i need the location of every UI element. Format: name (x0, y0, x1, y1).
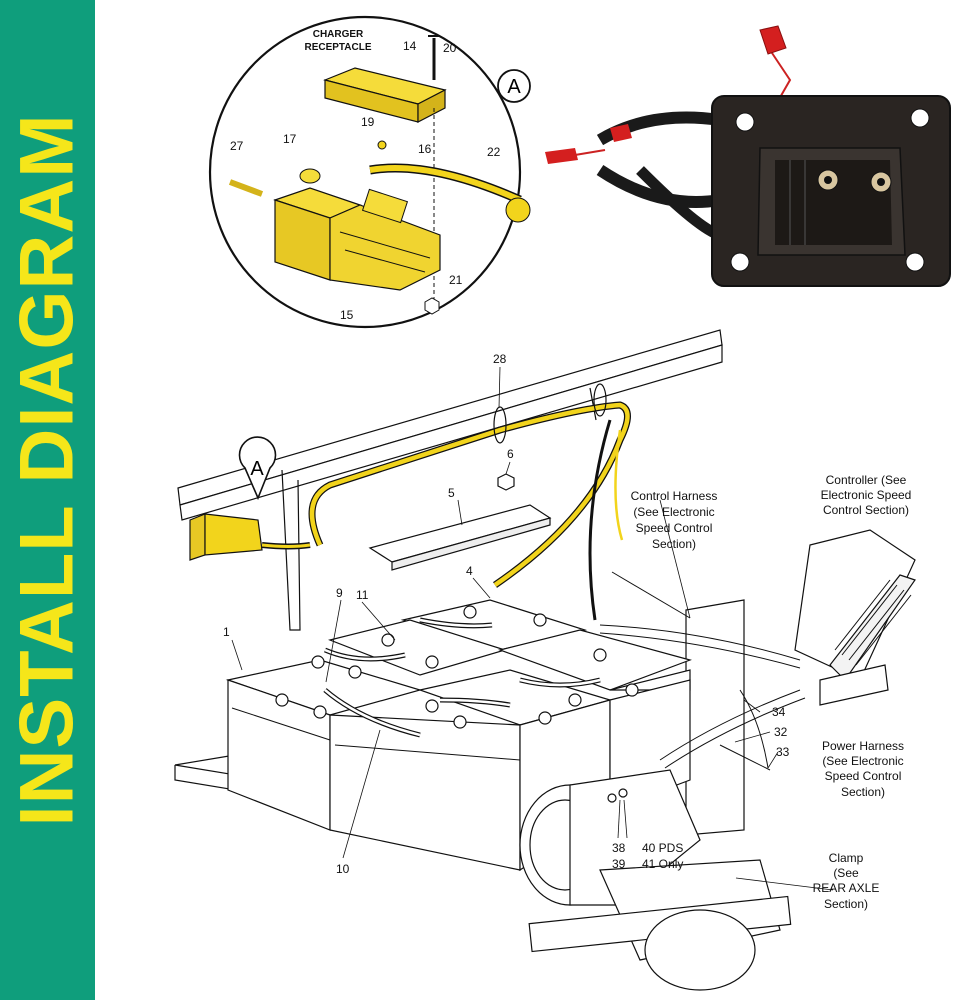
part-number-27: 27 (230, 139, 244, 153)
part-number-4: 4 (466, 564, 473, 578)
power-harness-label: Power Harness (See Electronic Speed Cont… (822, 739, 904, 799)
part-number-20: 20 (443, 41, 457, 55)
part-number-1: 1 (223, 625, 230, 639)
svg-text:Control Section): Control Section) (823, 503, 909, 517)
svg-text:Clamp: Clamp (829, 851, 864, 865)
part-number-17: 17 (283, 132, 297, 146)
svg-text:(See Electronic: (See Electronic (822, 754, 903, 768)
charger-receptacle-installed (189, 513, 311, 561)
part-number-28: 28 (493, 352, 507, 366)
leader-lines (231, 366, 834, 891)
receptacle-cover (323, 67, 447, 123)
pin-27 (228, 179, 264, 197)
svg-text:40 PDS: 40 PDS (642, 841, 683, 855)
nut-21 (424, 297, 440, 315)
charger-receptacle-label-line1: CHARGER (313, 29, 364, 40)
part-number-32: 32 (774, 725, 788, 739)
controller-label: Controller (See Electronic Speed Control… (821, 473, 912, 517)
callout-letter: A (250, 458, 264, 480)
part-number-34: 34 (772, 705, 786, 719)
sidebar-title: INSTALL DIAGRAM (4, 113, 90, 827)
clamp-label: Clamp (See REAR AXLE Section) (813, 851, 880, 911)
part-number-6: 6 (507, 447, 514, 461)
svg-text:Control Harness: Control Harness (631, 489, 718, 503)
pds-note-label: 40 PDS 41 Only (642, 841, 683, 871)
battery-hold-down (368, 473, 552, 571)
part-number-14: 14 (403, 39, 417, 53)
part-number-5: 5 (448, 486, 455, 500)
inset-marker-circle (497, 69, 531, 103)
detail-inset: CHARGER RECEPTACLE A (208, 15, 531, 329)
charger-receptacle-label-line2: RECEPTACLE (304, 42, 371, 53)
svg-text:41 Only: 41 Only (642, 857, 683, 871)
receptacle-housing (273, 187, 441, 291)
charger-harness-28 (308, 383, 631, 621)
part-number-16: 16 (418, 142, 432, 156)
harness-22 (369, 165, 522, 203)
nut-6 (497, 473, 515, 491)
part-number-21: 21 (449, 273, 463, 287)
motor-and-rear-axle (519, 769, 792, 991)
part-number-10: 10 (336, 862, 350, 876)
part-number-22: 22 (487, 145, 501, 159)
part-number-33: 33 (776, 745, 790, 759)
callout-marker-a: A (238, 436, 277, 501)
control-and-power-harness (599, 571, 806, 771)
part-number-38: 38 (612, 841, 626, 855)
svg-text:Speed Control: Speed Control (636, 521, 713, 535)
sidebar-banner: INSTALL DIAGRAM (0, 0, 95, 1000)
svg-text:REAR AXLE: REAR AXLE (813, 881, 880, 895)
svg-text:(See: (See (833, 866, 859, 880)
svg-text:Section): Section) (841, 785, 885, 799)
pin-17 (299, 168, 321, 184)
svg-text:Controller (See: Controller (See (826, 473, 907, 487)
part-number-39: 39 (612, 857, 626, 871)
svg-text:Electronic Speed: Electronic Speed (821, 488, 912, 502)
svg-text:Speed Control: Speed Control (825, 769, 902, 783)
svg-text:Power Harness: Power Harness (822, 739, 904, 753)
part-number-11: 11 (356, 588, 369, 602)
svg-text:Section): Section) (824, 897, 868, 911)
svg-text:(See Electronic: (See Electronic (633, 505, 714, 519)
control-harness-label: Control Harness (See Electronic Speed Co… (631, 489, 718, 551)
receptacle-product-photo (545, 25, 951, 287)
part-number-19: 19 (361, 115, 375, 129)
inset-marker-letter: A (507, 76, 521, 98)
install-diagram: CHARGER RECEPTACLE A (174, 15, 951, 991)
svg-text:Section): Section) (652, 537, 696, 551)
part-number-15: 15 (340, 308, 354, 322)
speed-controller (794, 529, 916, 706)
part-number-9: 9 (336, 586, 343, 600)
